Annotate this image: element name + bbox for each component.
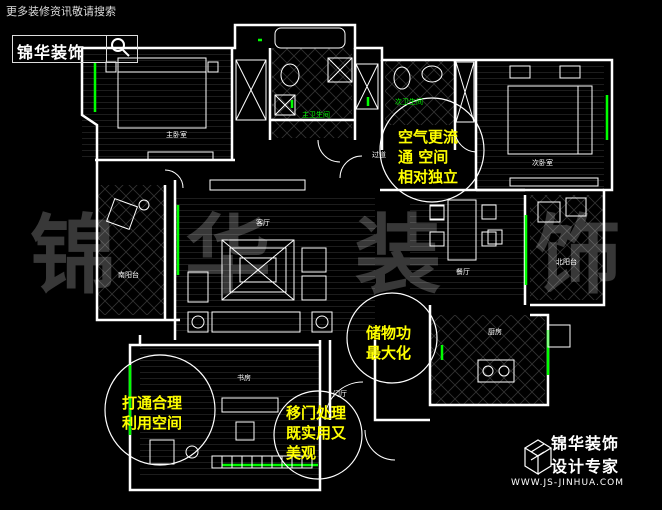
kitchen-fixtures: [477, 197, 587, 383]
logo-line-1: 锦华装饰: [551, 434, 620, 453]
brand-search-bar[interactable]: 锦华装饰: [12, 35, 138, 63]
room-label-corridor: 过道: [372, 151, 386, 159]
bath-floor: [272, 48, 352, 138]
watermark-char-4: 饰: [535, 205, 621, 306]
annotation-line: 储物功: [366, 324, 412, 342]
room-label-second-bath: 次卫生间: [395, 98, 423, 106]
wardrobes: [147, 59, 599, 191]
room-label-sliding-door: 门厅: [333, 390, 347, 398]
annotation-study-space: 打通合理 利用空间: [122, 393, 182, 433]
room-label-dining: 餐厅: [456, 268, 470, 276]
annotation-circles: [104, 97, 485, 480]
annotation-air-flow: 空气更流 通 空间 相对独立: [398, 127, 458, 187]
south-balcony-floor: [97, 185, 165, 315]
room-label-study: 书房: [237, 374, 251, 382]
search-icon: [111, 38, 130, 57]
top-note: 更多装修资讯敬请搜索: [6, 5, 116, 18]
logo-url: WWW.JS-JINHUA.COM: [511, 478, 625, 488]
study-furniture: [149, 397, 313, 469]
annotation-line: 移门处理: [286, 404, 347, 422]
search-button[interactable]: [106, 36, 137, 62]
dining-set: [429, 199, 503, 261]
north-balcony-floor: [530, 195, 605, 300]
room-label-second-bedroom: 次卧室: [532, 159, 553, 167]
annotation-storage: 储物功 最大化: [366, 323, 411, 363]
logo-line-2: 设计专家: [551, 457, 620, 476]
second-bed: [507, 65, 593, 155]
bath-fixtures: [274, 27, 443, 116]
room-label-north-balcony: 北阳台: [556, 258, 577, 266]
room-label-south-balcony: 南阳台: [118, 271, 139, 279]
annotation-line: 通 空间: [398, 148, 449, 166]
logo-cube-icon: [523, 439, 553, 476]
door-swings: [164, 129, 478, 461]
brand-name: 锦华装饰: [17, 43, 86, 62]
room-label-master-bath: 主卫生间: [302, 111, 330, 119]
room-label-master-bedroom: 主卧室: [166, 131, 187, 139]
living-furniture: [187, 239, 333, 333]
master-bedroom-floor: [82, 48, 232, 158]
balcony-furniture: [105, 197, 150, 231]
green-accents: [93, 38, 609, 467]
second-bedroom-floor: [476, 60, 604, 190]
room-label-kitchen: 厨房: [488, 328, 502, 336]
room-label-living: 客厅: [256, 219, 270, 227]
annotation-line: 既实用又: [286, 424, 347, 442]
watermark-char-2: 华: [185, 205, 271, 306]
annotation-sliding: 移门处理 既实用又 美观: [286, 403, 346, 463]
annotation-line: 利用空间: [122, 414, 183, 432]
annotation-line: 空气更流: [398, 128, 459, 146]
annotation-line: 打通合理: [122, 394, 183, 412]
bath2-floor: [385, 60, 455, 125]
dining-floor: [410, 195, 525, 300]
watermark-char-1: 锦: [30, 205, 116, 306]
annotation-line: 美观: [286, 444, 317, 462]
watermark-char-3: 装: [355, 205, 441, 306]
annotation-line: 相对独立: [398, 168, 459, 186]
annotation-line: 最大化: [366, 344, 412, 362]
